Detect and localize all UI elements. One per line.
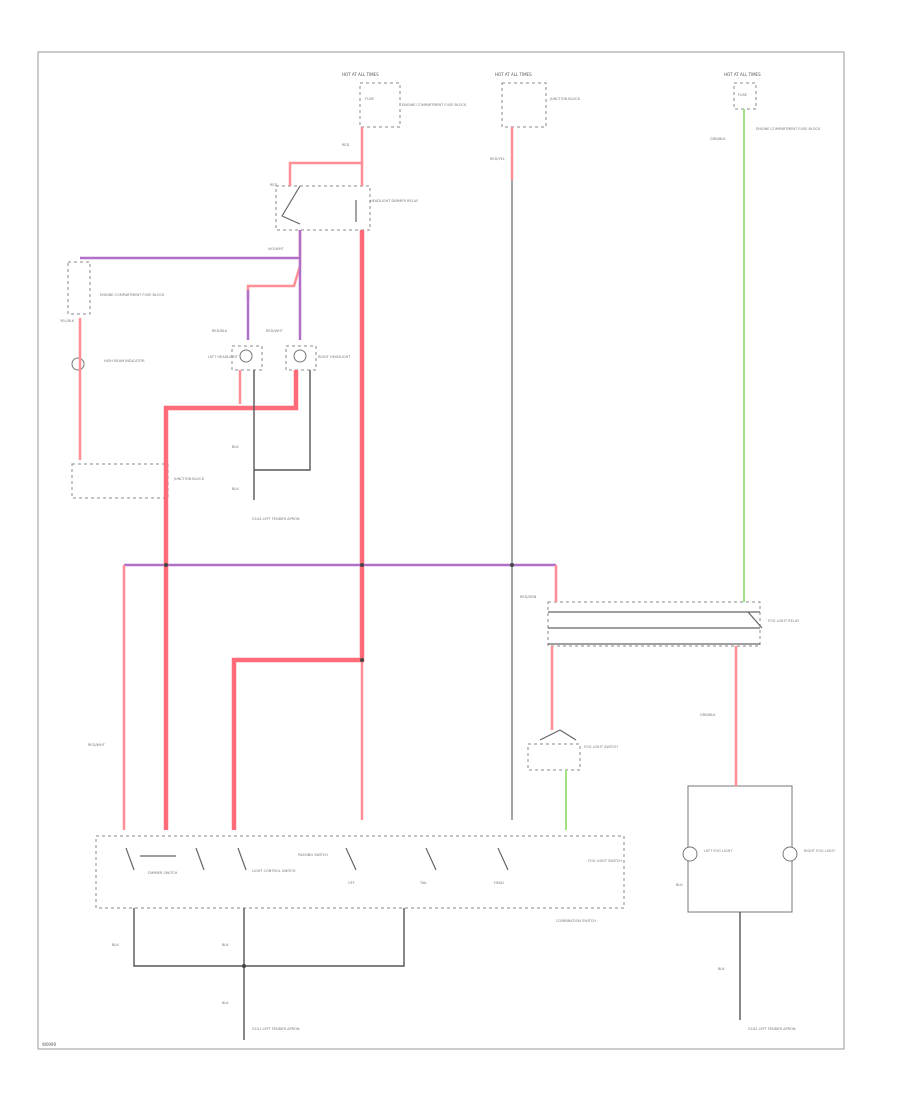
wire-red-heavy-1 bbox=[231, 230, 365, 830]
switch-off-label: OFF bbox=[348, 881, 355, 885]
fuse-box-1: HOT AT ALL TIMES FUSE ENGINE COMPARTMENT… bbox=[342, 72, 467, 128]
right-headlight: RIGHT HEADLIGHT bbox=[285, 345, 351, 371]
dimmer-switch-label: DIMMER SWITCH bbox=[148, 871, 178, 875]
switch-tail-label: TAIL bbox=[419, 881, 427, 885]
hot-label-1: HOT AT ALL TIMES bbox=[342, 72, 379, 77]
headlight-dimmer-relay: HEADLIGHT DIMMER RELAY bbox=[275, 185, 419, 231]
wire-label-blk-5: BLK bbox=[222, 1001, 229, 1005]
wire-label-blk-2: BLK bbox=[232, 487, 239, 491]
wire-label-yel: YEL/BLK bbox=[60, 319, 75, 323]
wire-purple-highbeam bbox=[80, 230, 302, 340]
wire-label-blk-6: BLK bbox=[718, 967, 725, 971]
fog-light-relay: FOG LIGHT RELAY bbox=[547, 601, 800, 647]
left-headlight-label: LEFT HEADLIGHT bbox=[208, 355, 239, 359]
ground-2-label: G101 LEFT FENDER APRON bbox=[252, 1027, 300, 1031]
ground-3-label: G102 LEFT FENDER APRON bbox=[748, 1027, 796, 1031]
wire-label-vio: VIO/WHT bbox=[268, 247, 284, 251]
wire-gray-right-hl bbox=[254, 370, 311, 471]
wire-label-red-l: RED/BLK bbox=[212, 329, 228, 333]
diagram-frame bbox=[37, 51, 845, 1050]
fuse-1-location: ENGINE COMPARTMENT FUSE BLOCK bbox=[402, 103, 467, 107]
combination-switch: DIMMER SWITCH LIGHT CONTROL SWITCH PASSI… bbox=[95, 835, 625, 923]
switch-head-label: HEAD bbox=[494, 881, 504, 885]
fog-light-switch: FOG LIGHT SWITCH bbox=[527, 729, 618, 771]
junction-block-label: JUNCTION BLOCK bbox=[173, 477, 205, 481]
wire-red-headlight bbox=[246, 230, 302, 300]
wire-label-blk-4: BLK bbox=[222, 943, 229, 947]
diagram-id: W0090 bbox=[42, 1042, 57, 1047]
wire-label-red-2: RED bbox=[270, 183, 278, 187]
ground-1-label: G104 LEFT FENDER APRON bbox=[252, 517, 300, 521]
fog-switch-label: FOG LIGHT SWITCH bbox=[584, 745, 618, 749]
fuse-2-location: JUNCTION BLOCK bbox=[549, 97, 581, 101]
fuse-box-3: HOT AT ALL TIMES FUSE ENGINE COMPARTMENT… bbox=[724, 72, 821, 131]
left-fog-label: LEFT FOG LIGHT bbox=[704, 849, 733, 853]
right-headlight-label: RIGHT HEADLIGHT bbox=[318, 355, 351, 359]
light-control-label: LIGHT CONTROL SWITCH bbox=[252, 869, 296, 873]
fog-relay-label: FOG LIGHT RELAY bbox=[768, 619, 800, 623]
wire-label-grn-2: GRN/BLK bbox=[700, 713, 716, 717]
indicator-label: HIGH BEAM INDICATOR bbox=[104, 359, 145, 363]
combination-switch-label: COMBINATION SWITCH bbox=[556, 919, 596, 923]
fuse-ecm-label: ENGINE COMPARTMENT FUSE BLOCK bbox=[100, 293, 165, 297]
fuse-box-2: HOT AT ALL TIMES JUNCTION BLOCK bbox=[495, 72, 581, 128]
fuse-3-name: FUSE bbox=[738, 93, 747, 97]
right-fog-label: RIGHT FOG LIGHT bbox=[804, 849, 836, 853]
wire-label-red-w-2: RED/WHT bbox=[88, 743, 106, 747]
fuse-1-name: FUSE bbox=[365, 97, 374, 101]
wire-label-red-w: RED/WHT bbox=[266, 329, 284, 333]
wire-label-red-g: RED/GRN bbox=[520, 595, 537, 599]
left-headlight: LEFT HEADLIGHT bbox=[208, 345, 263, 371]
wire-label-red-y: RED/YEL bbox=[490, 157, 505, 161]
high-beam-indicator: ENGINE COMPARTMENT FUSE BLOCK HIGH BEAM … bbox=[67, 261, 165, 371]
fuse-3-location: ENGINE COMPARTMENT FUSE BLOCK bbox=[756, 127, 821, 131]
wire-label-grn: GRN/BLK bbox=[710, 137, 726, 141]
wire-label-blk-3: BLK bbox=[112, 943, 119, 947]
wire-gray-ground-a bbox=[133, 908, 405, 967]
junction-block: JUNCTION BLOCK bbox=[71, 463, 205, 499]
dimmer-relay-label: HEADLIGHT DIMMER RELAY bbox=[370, 199, 419, 203]
wire-label-red-1: RED bbox=[342, 143, 350, 147]
wire-red-fogrelay bbox=[550, 565, 558, 730]
hot-label-3: HOT AT ALL TIMES bbox=[724, 72, 761, 77]
wire-label-blk-7: BLK bbox=[676, 883, 683, 887]
fog-lights: LEFT FOG LIGHT RIGHT FOG LIGHT bbox=[682, 785, 836, 913]
wire-label-blk-1: BLK bbox=[232, 445, 239, 449]
wire-red-heavy-2 bbox=[163, 370, 299, 830]
fog-light-switch-label: FOG LIGHT SWITCH bbox=[588, 859, 622, 863]
wire-red-relay-top bbox=[288, 161, 362, 186]
hot-label-2: HOT AT ALL TIMES bbox=[495, 72, 532, 77]
passing-switch-label: PASSING SWITCH bbox=[298, 853, 328, 857]
